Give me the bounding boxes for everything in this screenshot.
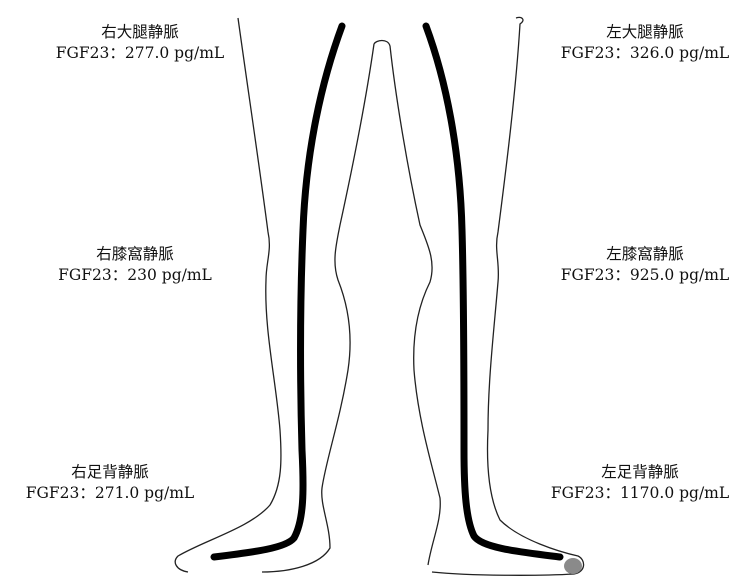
left-popliteal-vein-site: 左膝窩静脈	[525, 244, 742, 265]
left-dorsal-foot-vein-label: 左足背静脈 FGF23：1170.0 pg/mL	[525, 462, 742, 504]
left-femoral-vein-site: 左大腿静脈	[525, 22, 742, 43]
left-dorsal-foot-vein-site: 左足背静脈	[525, 462, 742, 483]
right-dorsal-foot-vein-site: 右足背静脈	[5, 462, 215, 483]
left-femoral-vein-label: 左大腿静脈 FGF23：326.0 pg/mL	[525, 22, 742, 64]
right-popliteal-vein-site: 右膝窩静脈	[30, 244, 240, 265]
left-popliteal-vein-value: FGF23：925.0 pg/mL	[525, 265, 742, 286]
right-dorsal-foot-vein-value: FGF23：271.0 pg/mL	[5, 483, 215, 504]
right-popliteal-vein-label: 右膝窩静脈 FGF23：230 pg/mL	[30, 244, 240, 286]
left-leg-inner-contour	[390, 46, 440, 565]
right-femoral-vein-site: 右大腿静脈	[25, 22, 255, 43]
left-femoral-vein-value: FGF23：326.0 pg/mL	[525, 43, 742, 64]
right-dorsal-foot-vein-label: 右足背静脈 FGF23：271.0 pg/mL	[5, 462, 215, 504]
right-femoral-vein-value: FGF23：277.0 pg/mL	[25, 43, 255, 64]
left-dorsal-foot-vein-value: FGF23：1170.0 pg/mL	[525, 483, 742, 504]
right-femoral-vein-label: 右大腿静脈 FGF23：277.0 pg/mL	[25, 22, 255, 64]
left-popliteal-vein-label: 左膝窩静脈 FGF23：925.0 pg/mL	[525, 244, 742, 286]
right-popliteal-vein-value: FGF23：230 pg/mL	[30, 265, 240, 286]
toe-marker	[564, 558, 582, 574]
right-leg-vein	[214, 26, 342, 557]
crotch-contour	[374, 41, 390, 47]
